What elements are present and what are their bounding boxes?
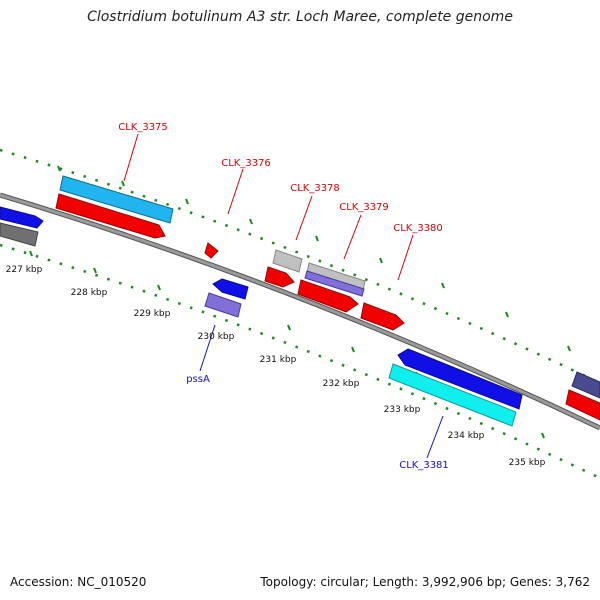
track-ticks — [29, 165, 571, 439]
label-pssA: pssA — [186, 374, 210, 385]
label-clk3378: CLK_3378 — [290, 183, 340, 194]
gene-red-3[interactable] — [297, 279, 359, 313]
label-pointers — [123, 133, 444, 459]
label-clk3375: CLK_3375 — [118, 122, 168, 133]
gene-label-group: CLK_3375 CLK_3376 CLK_3378 CLK_3379 CLK_… — [118, 122, 449, 471]
scale-label: 234 kbp — [448, 431, 485, 441]
scale-label: 235 kbp — [509, 458, 546, 468]
scale-label: 233 kbp — [384, 405, 421, 415]
lower-dotted-track — [0, 243, 600, 480]
label-clk3380: CLK_3380 — [393, 223, 443, 234]
genome-backbone — [0, 192, 600, 431]
reverse-genes — [204, 278, 523, 427]
backbone-line — [0, 193, 600, 430]
scale-labels: 227 kbp 228 kbp 229 kbp 230 kbp 231 kbp … — [6, 265, 546, 468]
upper-dotted-track — [0, 148, 600, 385]
gene-red-1[interactable] — [55, 193, 166, 239]
forward-genes — [0, 175, 600, 421]
gene-blue-mid[interactable] — [212, 278, 249, 300]
gene-pssA[interactable] — [204, 292, 242, 318]
gene-grey-left[interactable] — [0, 222, 39, 247]
gene-blue-left[interactable] — [0, 206, 44, 229]
scale-label: 228 kbp — [71, 288, 108, 298]
accession-label: Accession: NC_010520 — [10, 575, 147, 589]
gene-clk3376[interactable] — [204, 242, 219, 259]
label-clk3376: CLK_3376 — [221, 158, 271, 169]
gene-red-2[interactable] — [264, 266, 295, 288]
label-clk3379: CLK_3379 — [339, 202, 389, 213]
scale-label: 227 kbp — [6, 265, 43, 275]
label-clk3381: CLK_3381 — [399, 460, 449, 471]
gene-clk3378[interactable] — [272, 249, 303, 273]
scale-label: 231 kbp — [260, 355, 297, 365]
gene-blue-long[interactable] — [397, 348, 523, 410]
gene-clk3375[interactable] — [59, 175, 174, 224]
map-title: Clostridium botulinum A3 str. Loch Maree… — [87, 9, 513, 25]
gene-clk3381[interactable] — [388, 363, 517, 427]
gene-red-edge[interactable] — [565, 389, 600, 421]
scale-label: 230 kbp — [198, 332, 235, 342]
gene-clk3379[interactable] — [304, 270, 365, 297]
gene-slate-edge[interactable] — [571, 371, 600, 399]
gene-clk3380[interactable] — [360, 302, 405, 331]
genome-stats-label: Topology: circular; Length: 3,992,906 bp… — [260, 575, 590, 589]
scale-label: 232 kbp — [323, 379, 360, 389]
scale-label: 229 kbp — [134, 309, 171, 319]
